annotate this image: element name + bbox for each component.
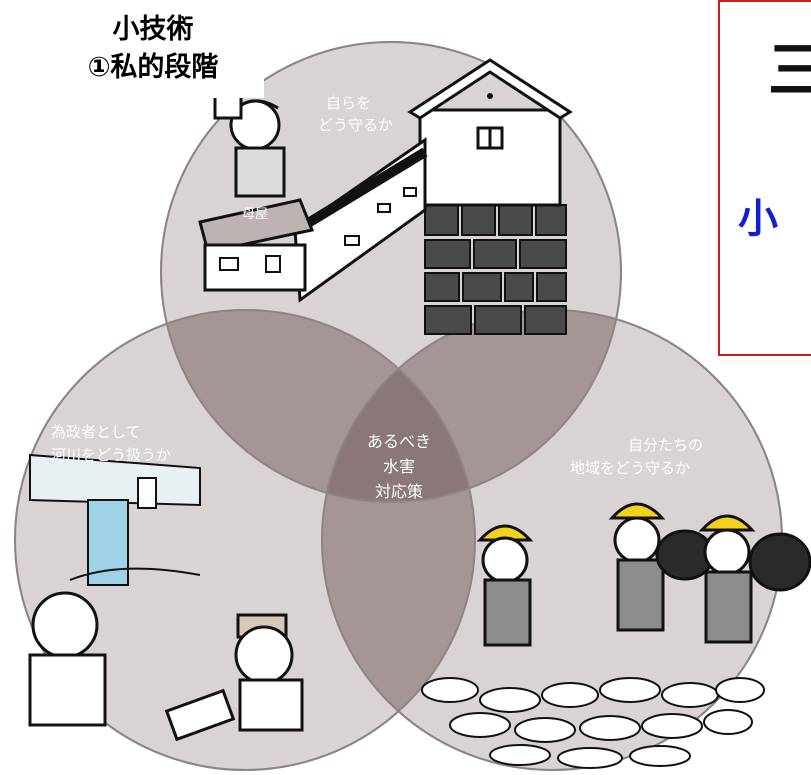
official-right <box>164 613 304 742</box>
worker-1 <box>476 524 534 647</box>
overlap-center <box>322 310 475 502</box>
worker-2 <box>608 502 715 632</box>
top-circle-label-line2: どう守るか <box>318 116 393 134</box>
center-label-line3: 対応策 <box>375 482 423 501</box>
right-circle-label-line2: 地域をどう守るか <box>570 459 690 477</box>
center-label-line1: あるべき <box>367 432 431 451</box>
stage-title-line2: ①私的段階 <box>87 52 219 83</box>
left-circle-label-line1: 為政者として <box>51 423 141 441</box>
center-label-line2: 水害 <box>383 457 415 476</box>
side-panel-big-char: 三 <box>768 36 811 106</box>
river-illustration <box>28 453 304 742</box>
house-illustration <box>198 58 573 335</box>
main-house-label: 母屋 <box>242 207 268 222</box>
official-left <box>28 591 107 727</box>
worker-3 <box>698 514 811 644</box>
stage-title-line1: 小技術 <box>112 14 194 45</box>
side-panel: 三 小 <box>718 0 811 356</box>
top-circle-label-line1: 自らを <box>326 94 371 112</box>
workers-illustration <box>421 502 811 769</box>
left-circle-label-line2: 河川をどう扱うか <box>51 446 171 464</box>
right-circle-label-line1: 自分たちの <box>628 436 703 454</box>
water-house-label: 水屋 <box>468 175 494 190</box>
stage-title: 小技術 ①私的段階 <box>42 0 264 98</box>
side-panel-blue-char: 小 <box>738 196 778 242</box>
cobblestones <box>421 677 765 769</box>
